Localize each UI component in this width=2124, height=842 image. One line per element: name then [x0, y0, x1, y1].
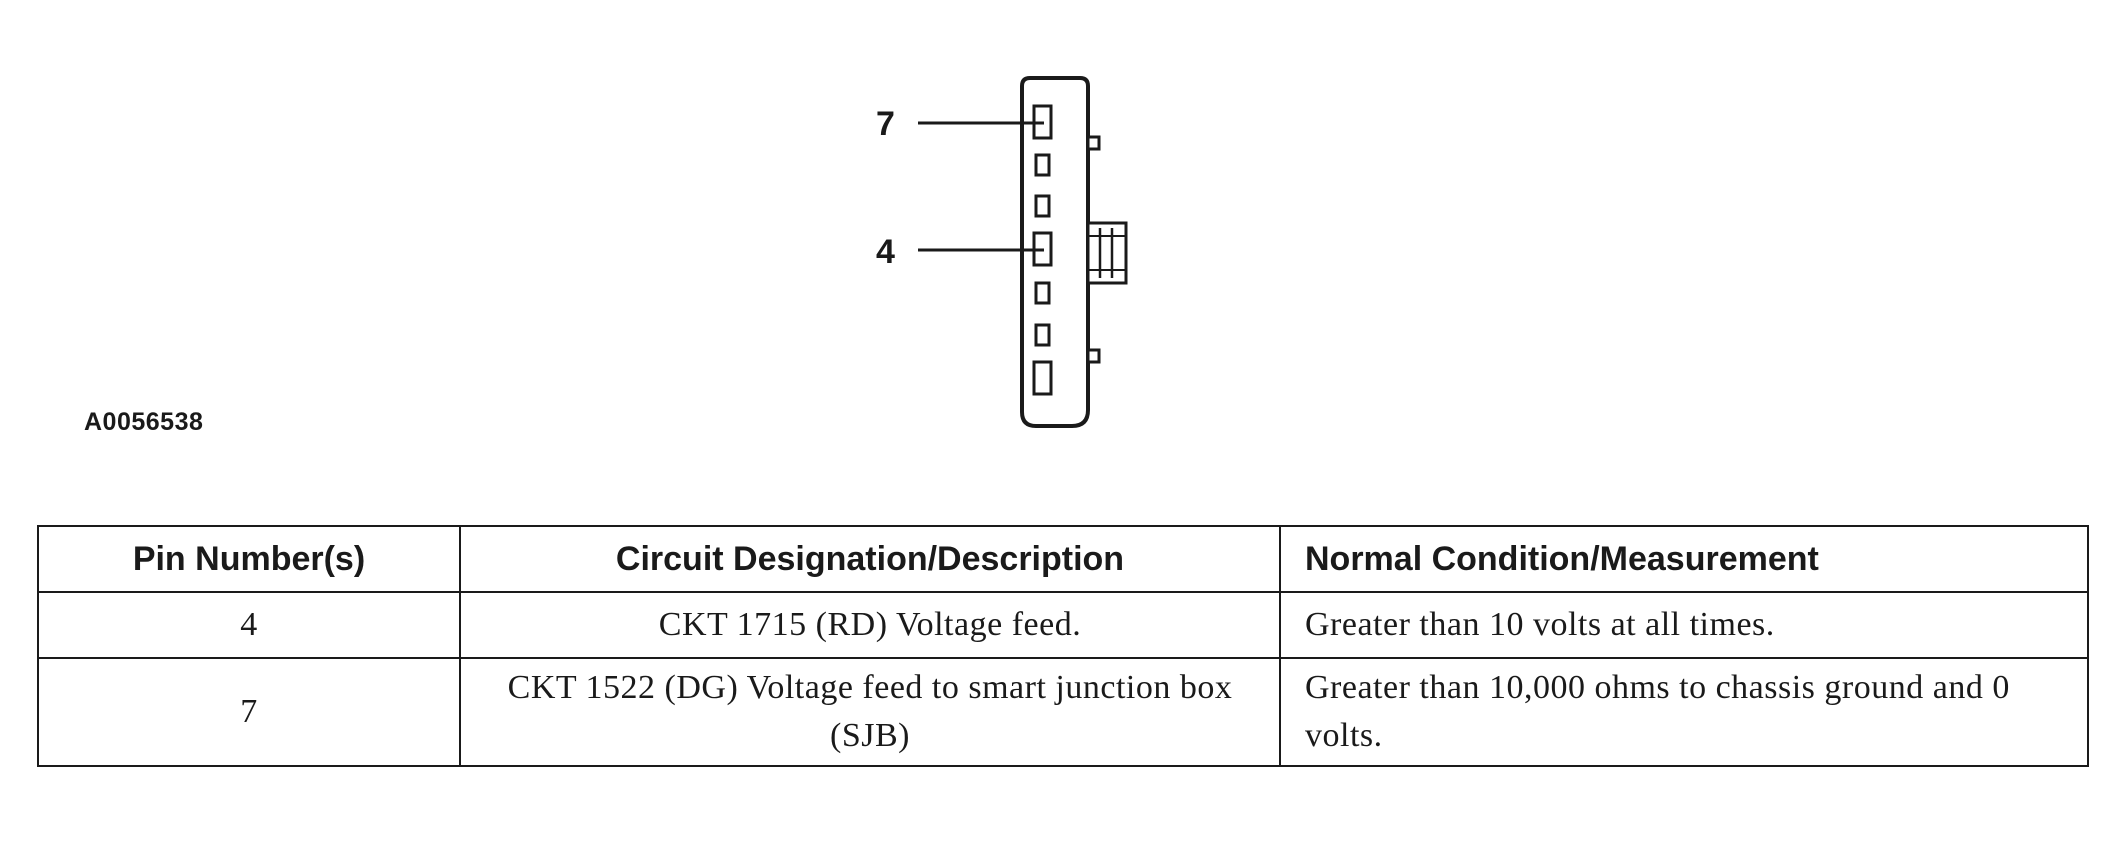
cell-condition: Greater than 10,000 ohms to chassis grou…	[1279, 657, 2089, 767]
connector-tab-bottom	[1086, 348, 1101, 364]
connector-body	[1020, 76, 1090, 428]
figure-id: A0056538	[84, 408, 204, 436]
table-header-row: Pin Number(s) Circuit Designation/Descri…	[37, 525, 2089, 593]
header-pin-numbers: Pin Number(s)	[37, 525, 461, 593]
pin-cavity-5	[1034, 194, 1051, 218]
pin-cavity-3	[1034, 281, 1051, 305]
table-row: 4 CKT 1715 (RD) Voltage feed. Greater th…	[37, 591, 2089, 659]
cell-circuit: CKT 1522 (DG) Voltage feed to smart junc…	[459, 657, 1281, 767]
pin-cavity-6	[1034, 153, 1051, 177]
cell-condition: Greater than 10 volts at all times.	[1279, 591, 2089, 659]
pin-cavity-2	[1034, 323, 1051, 347]
cell-pin: 7	[37, 657, 461, 767]
cell-circuit: CKT 1715 (RD) Voltage feed.	[459, 591, 1281, 659]
pin-label-7: 7	[876, 105, 895, 143]
pin-table: Pin Number(s) Circuit Designation/Descri…	[37, 525, 2089, 767]
pin-cavity-1	[1032, 360, 1053, 396]
header-circuit-designation: Circuit Designation/Description	[459, 525, 1281, 593]
pin-label-4: 4	[876, 233, 895, 271]
header-normal-condition: Normal Condition/Measurement	[1279, 525, 2089, 593]
cell-pin: 4	[37, 591, 461, 659]
connector-tab-top	[1086, 135, 1101, 151]
connector-latch	[1086, 221, 1128, 285]
table-row: 7 CKT 1522 (DG) Voltage feed to smart ju…	[37, 657, 2089, 767]
